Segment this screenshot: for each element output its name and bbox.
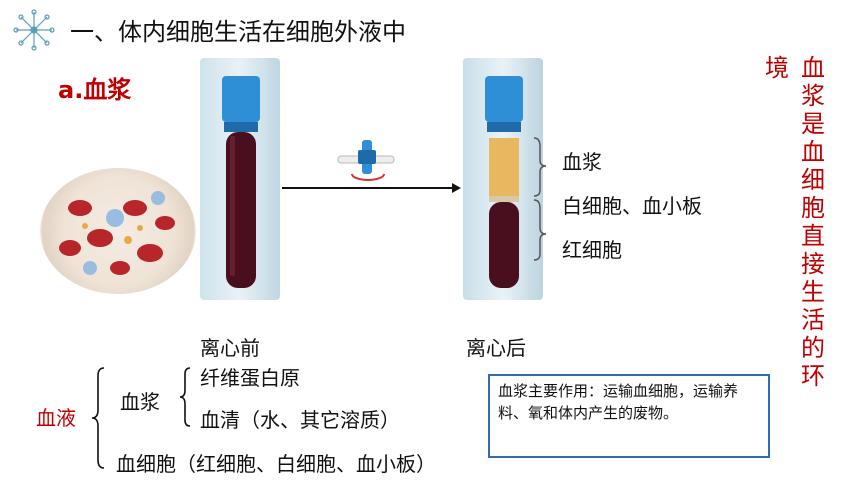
side-text-tail: 境: [765, 54, 789, 82]
plasma-part-fibrinogen: 纤维蛋白原: [200, 366, 300, 390]
tube-before-image: [200, 58, 280, 300]
layer-wbc-platelet-label: 白细胞、血小板: [562, 194, 702, 218]
side-text-main: 血浆是血细胞直接生活的环: [801, 54, 825, 390]
plasma-part-serum: 血清（水、其它溶质）: [200, 408, 400, 432]
section-subtitle: a.血浆: [58, 76, 132, 104]
blood-root-label: 血液: [36, 406, 76, 430]
centrifuge-icon: [337, 140, 395, 181]
plasma-function-note: 血浆主要作用：运输血细胞，运输养料、氧和体内产生的废物。: [488, 374, 770, 458]
layer-braces: [533, 137, 547, 261]
page-title: 一、体内细胞生活在细胞外液中: [70, 18, 406, 46]
plasma-branch-label: 血浆: [120, 390, 160, 414]
after-label: 离心后: [466, 336, 526, 360]
dandelion-icon: [13, 9, 55, 51]
layer-plasma-label: 血浆: [562, 150, 602, 174]
layer-rbc-label: 红细胞: [562, 238, 622, 262]
before-label: 离心前: [200, 336, 260, 360]
plasma-brace: [179, 367, 191, 427]
blood-brace: [91, 367, 105, 469]
tube-after-image: [463, 58, 543, 300]
blood-cells-branch-label: 血细胞（红细胞、白细胞、血小板）: [116, 452, 436, 476]
centrifuge-arrow: [282, 140, 461, 193]
blood-cells-image: [40, 168, 196, 294]
